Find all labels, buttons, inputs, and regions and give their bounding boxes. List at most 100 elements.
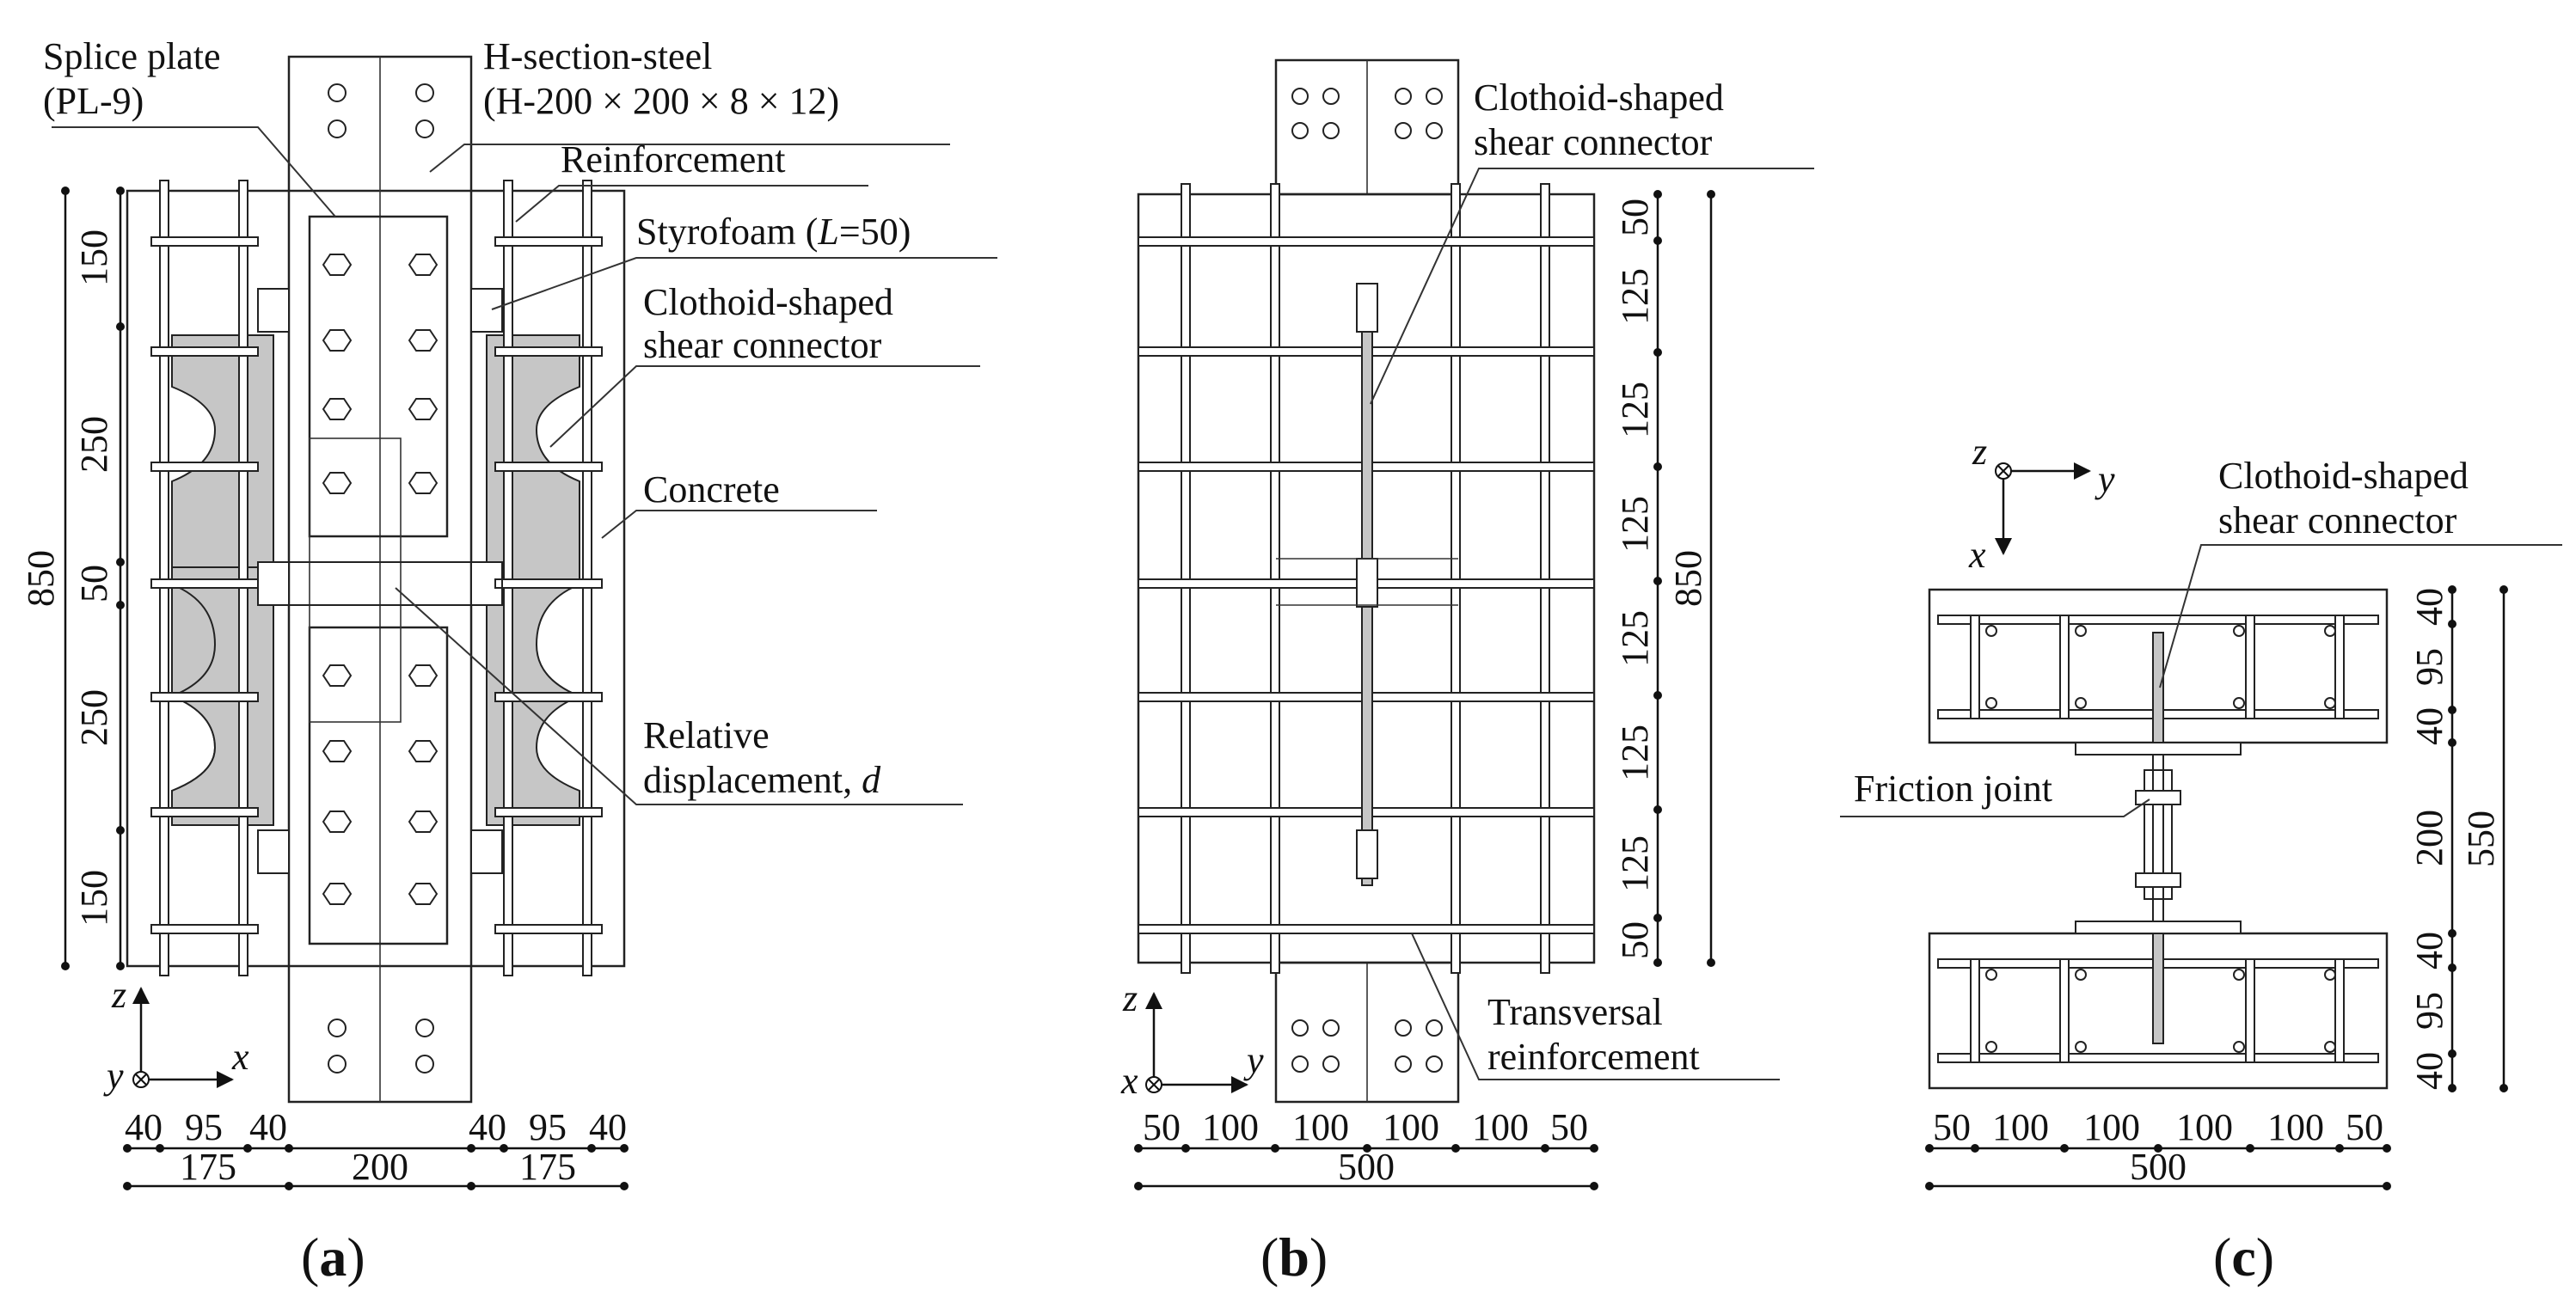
dim-b-bot-6: 50 <box>1550 1106 1588 1148</box>
rebars-vertical-a <box>159 180 592 976</box>
labels-a: Splice plate (PL-9) H-section-steel (H-2… <box>20 35 911 1288</box>
shear-connector-c-top <box>2152 632 2164 743</box>
label-connector-a-1: Clothoid-shaped <box>643 281 893 323</box>
bolts-column-ends-a <box>328 83 434 1074</box>
styrofoam-left-top <box>257 288 290 333</box>
axis-a-x: x <box>231 1036 249 1078</box>
dim-c-bot-4: 100 <box>2176 1106 2233 1148</box>
label-connector-b-2: shear connector <box>1474 121 1713 163</box>
label-splice-plate: Splice plate <box>43 35 221 77</box>
styrofoam-right-top <box>470 288 503 333</box>
flange-bottom-c <box>2075 921 2242 934</box>
label-relative: Relative <box>643 714 770 756</box>
dim-b-bot-3: 100 <box>1292 1106 1349 1148</box>
dim-b-right-4: 125 <box>1614 496 1656 553</box>
dim-a-total: 850 <box>20 550 62 607</box>
dim-a-left-2: 250 <box>73 416 115 473</box>
dims-bottom-b <box>1134 1144 1598 1190</box>
dim-c-r-1: 40 <box>2408 588 2450 626</box>
dims-left-a <box>61 187 125 970</box>
label-friction-joint: Friction joint <box>1854 768 2052 810</box>
dim-a-bot-6: 40 <box>589 1106 627 1148</box>
web-c <box>2152 754 2164 922</box>
label-concrete: Concrete <box>643 468 780 511</box>
axis-c-y: y <box>2095 458 2115 500</box>
dim-b-right-3: 125 <box>1614 382 1656 438</box>
label-connector-c-2: shear connector <box>2218 499 2457 541</box>
leader-c-connector <box>2159 544 2562 688</box>
axes-a <box>132 987 234 1088</box>
label-splice-plate-spec: (PL-9) <box>43 80 144 122</box>
hex-bolts-a <box>322 254 439 905</box>
dim-a-left-5: 150 <box>73 870 115 927</box>
label-connector-a-2: shear connector <box>643 324 882 366</box>
axis-a-y: y <box>103 1055 124 1097</box>
label-connector-b-1: Clothoid-shaped <box>1474 76 1724 119</box>
axis-c-z: z <box>1972 431 1987 473</box>
dim-b-total: 850 <box>1667 550 1709 607</box>
splice-plate-top <box>308 215 449 538</box>
friction-joint-plates <box>2144 769 2173 900</box>
label-connector-c-1: Clothoid-shaped <box>2218 455 2469 497</box>
splice-plate-bottom <box>308 626 449 945</box>
label-styrofoam: Styrofoam (L=50) <box>636 211 911 253</box>
axis-b-z: z <box>1122 977 1138 1019</box>
dims-right-c <box>2448 585 2508 1092</box>
axes-c <box>1995 462 2091 555</box>
axis-c-x: x <box>1968 534 1986 576</box>
styrofoam-right-bottom <box>470 829 503 874</box>
label-transversal-2: reinforcement <box>1487 1036 1700 1078</box>
dim-b-bot-4: 100 <box>1383 1106 1439 1148</box>
label-transversal-1: Transversal <box>1487 991 1663 1033</box>
displacement-box <box>309 437 402 723</box>
label-displacement: displacement, d <box>643 759 881 801</box>
label-reinforcement: Reinforcement <box>561 138 785 180</box>
dim-a-bot-3: 40 <box>249 1106 287 1148</box>
caption-a: (a) <box>301 1227 365 1288</box>
panel-a <box>52 55 997 1190</box>
dim-c-r-5: 95 <box>2408 992 2450 1030</box>
leader-b-connector <box>1370 168 1814 405</box>
labels-c: Clothoid-shaped shear connector Friction… <box>1854 431 2502 1288</box>
bolts-b <box>1291 88 1443 1073</box>
leader-b-transversal <box>1411 933 1780 1080</box>
dim-a-left-4: 250 <box>73 689 115 746</box>
panel-b <box>1134 58 1814 1190</box>
mid-band <box>257 561 503 606</box>
dims-right-b <box>1653 190 1715 967</box>
dim-c-r-2: 95 <box>2408 648 2450 686</box>
dim-b-right-1: 50 <box>1614 199 1656 236</box>
stirrups-a <box>150 236 603 934</box>
dim-c-r-6: 40 <box>2408 1052 2450 1090</box>
dim-b-bot-1: 50 <box>1143 1106 1181 1148</box>
dims-bottom-c <box>1925 1144 2391 1190</box>
dim-a-left-3: 50 <box>73 565 115 603</box>
dim-b-bot-2: 100 <box>1202 1106 1259 1148</box>
rebar-dots-c <box>1985 625 2336 1053</box>
dim-c-bot-6: 50 <box>2346 1106 2383 1148</box>
dim-a-bottom-1: 175 <box>180 1146 236 1188</box>
dims-bottom-a <box>123 1144 629 1190</box>
dim-a-bot-2: 95 <box>185 1106 223 1148</box>
dim-c-bot-1: 50 <box>1933 1106 1971 1148</box>
dim-c-mid: 200 <box>2408 810 2450 866</box>
dim-b-right-2: 125 <box>1614 268 1656 325</box>
axis-b-y: y <box>1243 1039 1264 1081</box>
axis-a-z: z <box>111 974 126 1016</box>
dim-b-right-6: 125 <box>1614 725 1656 781</box>
label-h-section: H-section-steel <box>483 35 712 77</box>
styrofoam-left-bottom <box>257 829 290 874</box>
panel-c <box>1840 462 2562 1190</box>
dim-c-bot-2: 100 <box>1992 1106 2049 1148</box>
caption-b: (b) <box>1260 1227 1328 1288</box>
axes-b <box>1145 992 1248 1093</box>
dim-c-total: 550 <box>2460 811 2502 867</box>
dim-b-right-8: 50 <box>1614 921 1656 959</box>
concrete-block <box>126 189 626 968</box>
dim-b-right-5: 125 <box>1614 610 1656 667</box>
dim-b-right-7: 125 <box>1614 835 1656 892</box>
dim-c-r-4: 40 <box>2408 932 2450 970</box>
dim-c-r-3: 40 <box>2408 707 2450 745</box>
dim-c-bottom: 500 <box>2130 1146 2187 1188</box>
